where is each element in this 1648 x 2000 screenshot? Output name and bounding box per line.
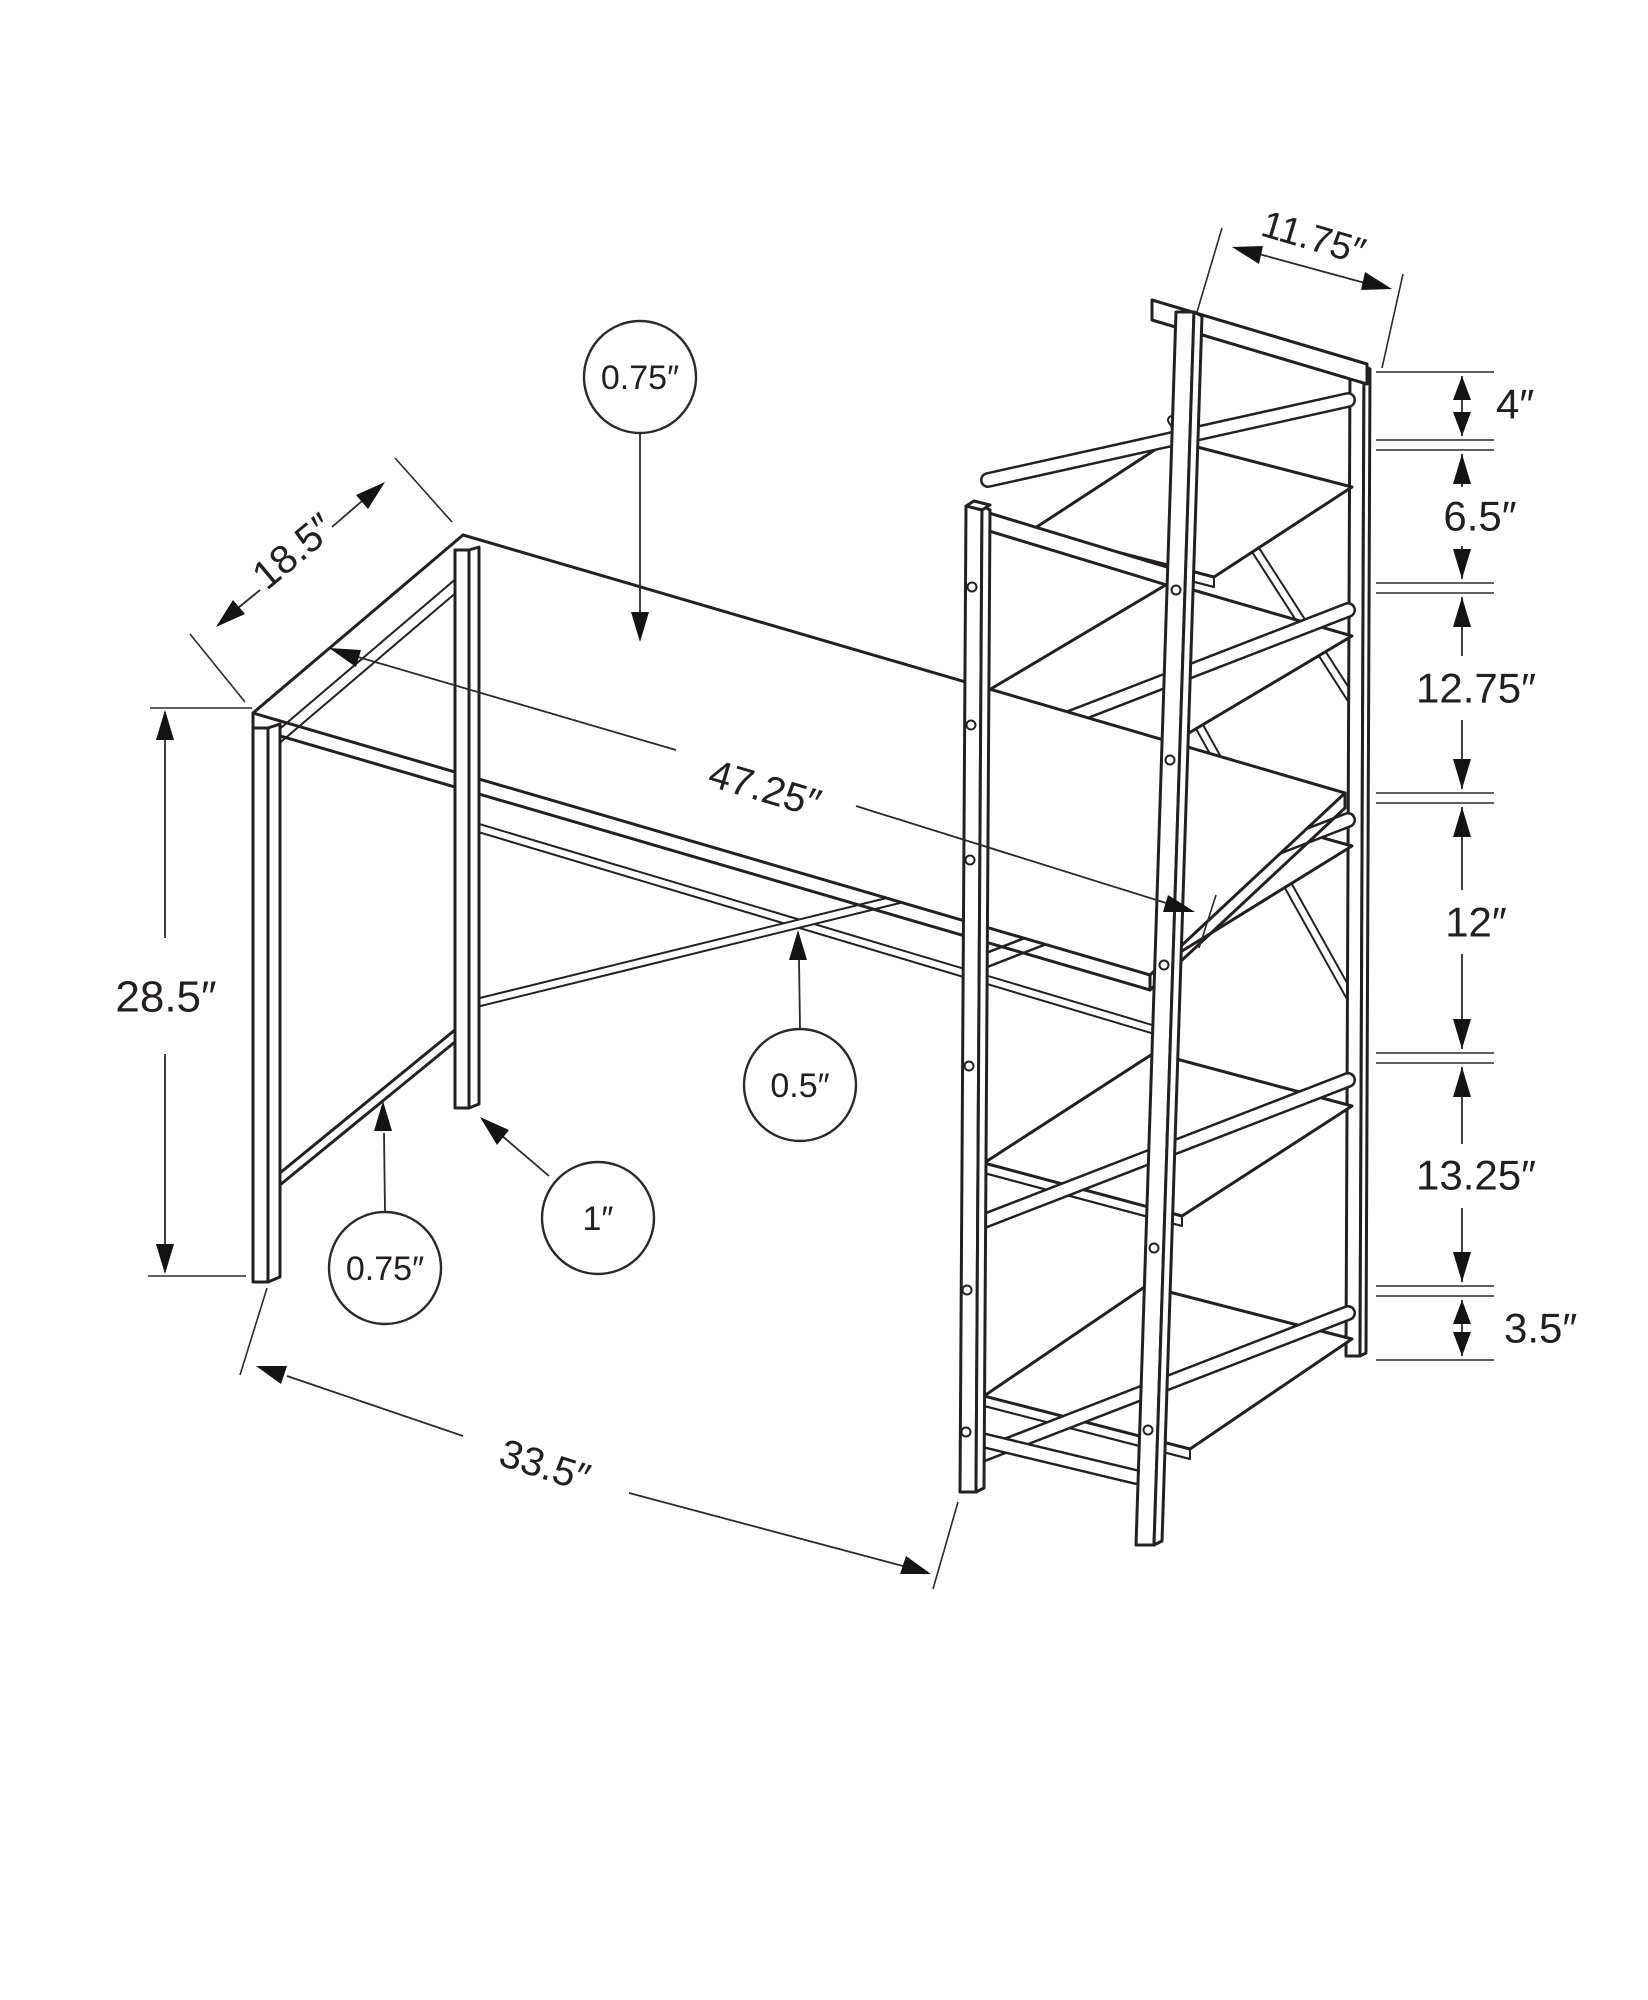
dim-label-base-span: 33.5″ (494, 1431, 595, 1501)
callout-desktop-thickness: 0.75″ (582, 319, 698, 642)
desk-front-left-leg (251, 722, 282, 1284)
callout-leg-tube: 1″ (480, 1117, 656, 1276)
dim-label-3-5in: 3.5″ (1504, 1305, 1577, 1352)
callout-brace-tube: 0.5″ (742, 930, 858, 1143)
dim-label-12-75in: 12.75″ (1416, 665, 1536, 712)
desk-top (251, 533, 1347, 992)
dim-label-6-5in: 6.5″ (1443, 493, 1516, 540)
shelf-front-left-post (958, 499, 992, 1494)
base-span-dimension: 33.5″ (239, 1287, 959, 1590)
dim-label-desk-height: 28.5″ (115, 972, 216, 1021)
right-dimension-stack: 4″ 6.5″ 12.75″ 12″ 13.25″ 3.5″ (1376, 371, 1577, 1361)
shelf-front-right-post (1134, 310, 1204, 1547)
callout-label-desktop-thickness: 0.75″ (601, 359, 679, 397)
callout-stretcher-tube: 0.75″ (327, 1101, 443, 1326)
callout-label-leg-tube: 1″ (583, 1200, 614, 1238)
desk-rear-left-leg (453, 545, 481, 1110)
shelf-back-post (1344, 364, 1372, 1358)
dim-label-4in: 4″ (1496, 381, 1534, 428)
callout-label-stretcher-tube: 0.75″ (346, 1250, 424, 1288)
callout-label-brace-tube: 0.5″ (770, 1067, 829, 1105)
dim-label-13-25in: 13.25″ (1416, 1152, 1536, 1199)
dim-label-12in: 12″ (1445, 899, 1507, 946)
screw-holes (960, 581, 1182, 1438)
desk-height-dimension: 28.5″ (115, 707, 252, 1277)
dim-label-desk-depth: 18.5″ (244, 505, 343, 598)
dim-label-shelf-depth: 11.75″ (1257, 203, 1370, 273)
desk-side-stretcher (262, 1014, 474, 1200)
desk-left-apron (261, 576, 459, 759)
